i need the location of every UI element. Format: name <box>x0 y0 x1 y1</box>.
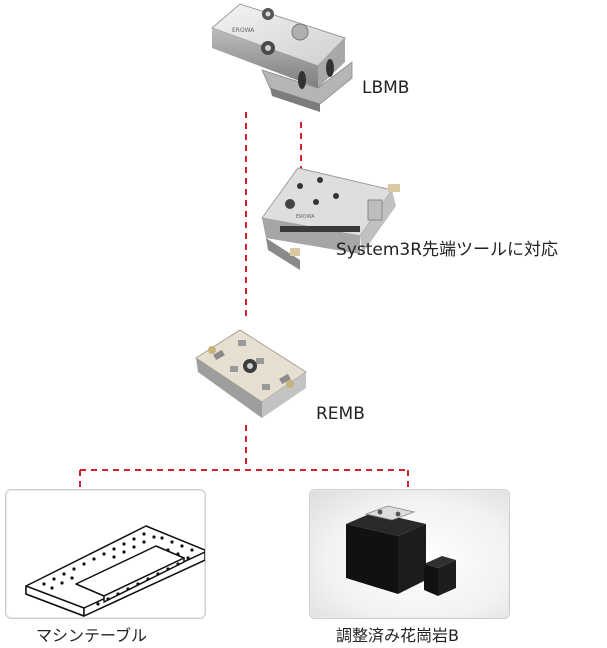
system3r-label: System3R先端ツールに対応 <box>336 240 559 260</box>
svg-text:EROWA: EROWA <box>296 214 315 220</box>
table-holes <box>42 532 194 606</box>
granite-block-card <box>309 489 510 619</box>
svg-text:EROWA: EROWA <box>232 27 255 34</box>
lbmb-label: LBMB <box>362 78 410 98</box>
machine-table-label: マシンテーブル <box>36 626 148 645</box>
machine-table-image <box>25 525 205 617</box>
machine-table-card <box>5 489 206 619</box>
remb-label: REMB <box>316 404 365 424</box>
granite-block-image <box>346 505 456 596</box>
granite-block-label: 調整済み花崗岩B <box>336 626 459 645</box>
